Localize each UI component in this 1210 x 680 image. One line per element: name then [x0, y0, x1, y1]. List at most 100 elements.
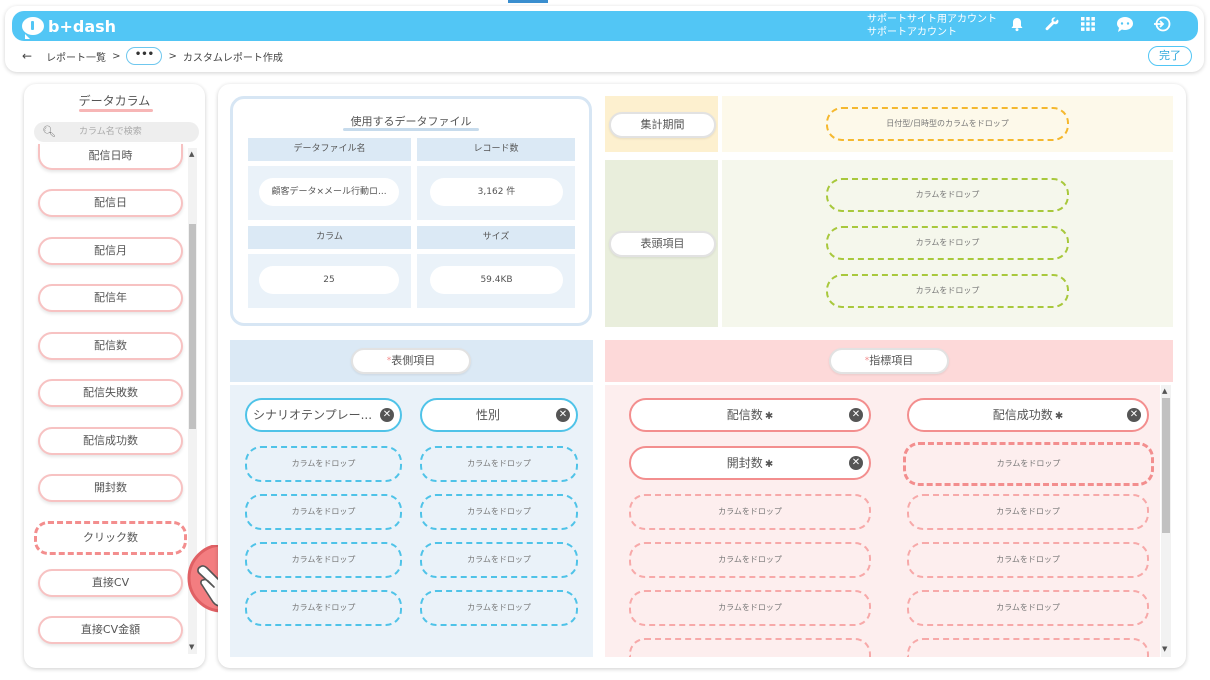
side-item-drop-zone[interactable]: カラムをドロップ — [420, 446, 578, 482]
logo-bubble-icon — [22, 17, 44, 39]
back-arrow-icon[interactable]: ← — [22, 49, 33, 63]
search-placeholder: カラム名で検索 — [79, 127, 142, 137]
column-item[interactable]: 配信日時 — [38, 144, 183, 170]
breadcrumb-more-button[interactable]: ••• — [126, 47, 163, 65]
remove-icon[interactable]: ✕ — [1127, 408, 1141, 422]
metric-chip[interactable]: 配信成功数✱ ✕ — [907, 398, 1149, 432]
period-drop-zone[interactable]: 日付型/日時型のカラムをドロップ — [826, 107, 1069, 141]
file-name-header: データファイル名 — [248, 138, 411, 161]
side-item-drop-zone[interactable]: カラムをドロップ — [420, 590, 578, 626]
search-icon: 🔍︎ — [42, 125, 56, 138]
side-items-label-text: 表側項目 — [391, 354, 436, 367]
top-bar: b+dash サポートサイト用アカウント サポートアカウント — [12, 11, 1198, 41]
app-logo[interactable]: b+dash — [22, 15, 117, 39]
side-item-chip[interactable]: シナリオテンプレー... ✕ — [245, 398, 402, 432]
side-item-chip[interactable]: 性別 ✕ — [420, 398, 578, 432]
header-items-label: 表頭項目 — [609, 231, 716, 257]
metric-drop-zone[interactable]: カラムをドロップ — [907, 542, 1149, 578]
scroll-down-arrow-icon[interactable]: ▼ — [1162, 645, 1168, 653]
column-count-header: カラム — [248, 226, 411, 249]
side-item-drop-zone[interactable]: カラムをドロップ — [420, 494, 578, 530]
header-items-drop-panel — [722, 160, 1173, 327]
record-count-header: レコード数 — [417, 138, 575, 161]
breadcrumb: ← レポート一覧 > ••• > カスタムレポート作成 — [22, 46, 283, 66]
app-name: b+dash — [48, 16, 117, 36]
metrics-label: *指標項目 — [829, 348, 949, 374]
gear-icon[interactable]: ✱ — [764, 459, 774, 470]
logout-icon[interactable] — [1152, 16, 1172, 36]
metric-chip-label: 配信数 — [726, 408, 763, 422]
metric-drop-zone[interactable]: カラムをドロップ — [629, 494, 871, 530]
metric-drop-zone[interactable]: カラムをドロップ — [629, 542, 871, 578]
metric-drop-zone-partial[interactable] — [907, 638, 1149, 657]
side-item-chip-label: シナリオテンプレー... — [252, 408, 373, 422]
side-item-chip-label: 性別 — [475, 408, 500, 422]
header-item-drop-zone[interactable]: カラムをドロップ — [826, 274, 1069, 308]
remove-icon[interactable]: ✕ — [849, 456, 863, 470]
remove-icon[interactable]: ✕ — [849, 408, 863, 422]
grid-icon[interactable] — [1078, 16, 1098, 36]
period-drop-panel — [722, 96, 1173, 152]
period-label: 集計期間 — [609, 112, 716, 138]
metric-drop-zone[interactable]: カラムをドロップ — [629, 590, 871, 626]
scroll-up-arrow-icon[interactable]: ▲ — [189, 150, 195, 158]
done-button[interactable]: 完了 — [1148, 46, 1192, 66]
metric-drop-zone-partial[interactable] — [629, 638, 871, 657]
account-line2: サポートアカウント — [867, 27, 957, 38]
breadcrumb-report-list[interactable]: レポート一覧 — [46, 52, 107, 64]
column-search-input[interactable]: 🔍︎ カラム名で検索 — [34, 122, 199, 142]
data-column-sidebar: データカラム 🔍︎ カラム名で検索 配信日時 配信日 配信月 配信年 配信数 配… — [24, 84, 205, 668]
scroll-down-arrow-icon[interactable]: ▼ — [189, 643, 195, 651]
top-indicator — [508, 0, 548, 3]
side-items-label: *表側項目 — [351, 348, 471, 374]
column-item[interactable]: 配信月 — [38, 237, 183, 265]
column-item[interactable]: 配信成功数 — [38, 427, 183, 455]
metric-drop-zone[interactable]: カラムをドロップ — [907, 494, 1149, 530]
size-header: サイズ — [417, 226, 575, 249]
metric-chip[interactable]: 配信数✱ ✕ — [629, 398, 871, 432]
column-item-click-count-highlighted[interactable]: クリック数 — [34, 521, 187, 555]
metric-chip-label: 配信成功数 — [992, 408, 1053, 422]
sidebar-title: データカラム — [24, 92, 205, 112]
remove-icon[interactable]: ✕ — [556, 408, 570, 422]
column-item[interactable]: 直接CV — [38, 569, 183, 597]
metric-drop-zone[interactable]: カラムをドロップ — [907, 590, 1149, 626]
scroll-up-arrow-icon[interactable]: ▲ — [1162, 387, 1168, 395]
header-item-drop-zone[interactable]: カラムをドロップ — [826, 226, 1069, 260]
required-mark: * — [386, 356, 392, 366]
bell-icon[interactable] — [1007, 16, 1027, 36]
metric-chip[interactable]: 開封数✱ ✕ — [629, 446, 871, 480]
wrench-icon[interactable] — [1042, 16, 1062, 36]
metric-drop-zone-highlighted[interactable]: カラムをドロップ — [903, 442, 1154, 486]
column-item[interactable]: 配信失敗数 — [38, 379, 183, 407]
breadcrumb-separator: > — [168, 50, 177, 62]
account-info[interactable]: サポートサイト用アカウント サポートアカウント — [867, 13, 997, 39]
remove-icon[interactable]: ✕ — [380, 408, 394, 422]
breadcrumb-separator: > — [112, 50, 121, 62]
file-name-value: 顧客データ×メール行動ロ... — [259, 178, 399, 206]
column-item[interactable]: 開封数 — [38, 474, 183, 502]
side-item-drop-zone[interactable]: カラムをドロップ — [245, 446, 402, 482]
side-item-drop-zone[interactable]: カラムをドロップ — [245, 590, 402, 626]
metrics-scrollbar-thumb[interactable] — [1162, 398, 1170, 533]
account-line1: サポートサイト用アカウント — [867, 14, 997, 25]
required-mark: * — [864, 356, 870, 366]
column-item[interactable]: 直接CV金額 — [38, 616, 183, 644]
metric-chip-label: 開封数 — [726, 456, 763, 470]
sidebar-scrollbar-thumb[interactable] — [189, 224, 196, 429]
chat-bot-icon[interactable] — [1115, 16, 1135, 36]
column-item[interactable]: 配信数 — [38, 332, 183, 360]
size-value: 59.4KB — [430, 266, 563, 294]
column-item[interactable]: 配信日 — [38, 189, 183, 217]
record-count-value: 3,162 件 — [430, 178, 563, 206]
side-item-drop-zone[interactable]: カラムをドロップ — [420, 542, 578, 578]
data-file-title: 使用するデータファイル — [233, 113, 589, 131]
metrics-label-text: 指標項目 — [869, 354, 914, 367]
gear-icon[interactable]: ✱ — [764, 411, 774, 422]
header-item-drop-zone[interactable]: カラムをドロップ — [826, 178, 1069, 212]
gear-icon[interactable]: ✱ — [1054, 411, 1064, 422]
breadcrumb-current: カスタムレポート作成 — [182, 52, 283, 64]
side-item-drop-zone[interactable]: カラムをドロップ — [245, 494, 402, 530]
column-item[interactable]: 配信年 — [38, 284, 183, 312]
side-item-drop-zone[interactable]: カラムをドロップ — [245, 542, 402, 578]
